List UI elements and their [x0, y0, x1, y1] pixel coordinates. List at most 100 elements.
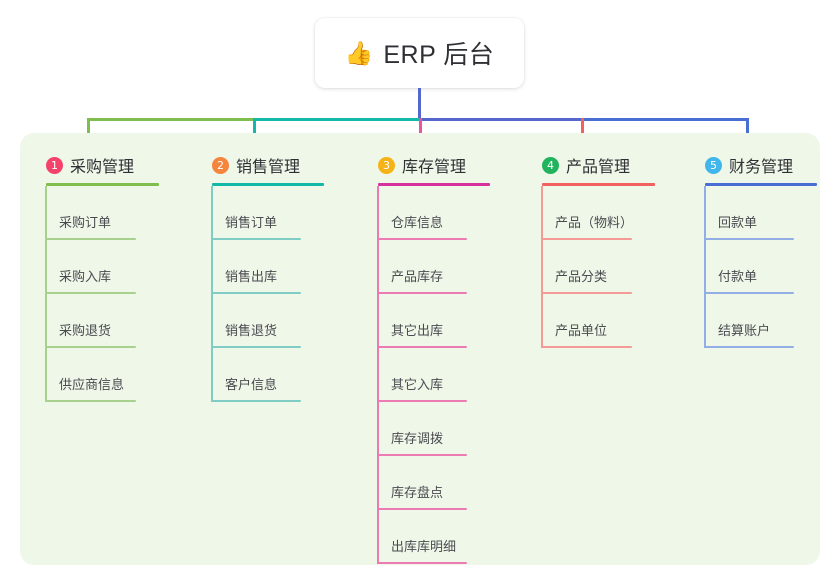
- branch-item-rule: [541, 292, 632, 294]
- branch-item-rule: [704, 292, 794, 294]
- branch-item-label: 销售出库: [225, 269, 278, 284]
- branch-title: 财务管理: [729, 159, 794, 176]
- branch-item[interactable]: 客户信息: [199, 348, 351, 402]
- branch-column-采购管理[interactable]: 1 采购管理采购订单采购入库采购退货供应商信息: [33, 151, 186, 402]
- branch-item-rule: [541, 238, 632, 240]
- branch-item[interactable]: 采购退货: [33, 294, 186, 348]
- branch-header[interactable]: 4 产品管理: [529, 151, 682, 179]
- branch-item-rule: [377, 238, 467, 240]
- branch-item-rule: [377, 562, 467, 564]
- branch-header[interactable]: 2 销售管理: [199, 151, 351, 179]
- branch-item-label: 采购入库: [59, 269, 112, 284]
- branch-item-label: 出库库明细: [391, 539, 457, 554]
- branch-item-label: 付款单: [718, 269, 758, 284]
- branch-column-库存管理[interactable]: 3 库存管理仓库信息产品库存其它出库其它入库库存调拨库存盘点出库库明细: [365, 151, 517, 564]
- branch-item-list: 销售订单销售出库销售退货客户信息: [199, 186, 351, 402]
- branch-item[interactable]: 采购订单: [33, 186, 186, 240]
- branch-column-销售管理[interactable]: 2 销售管理销售订单销售出库销售退货客户信息: [199, 151, 351, 402]
- branch-item[interactable]: 产品分类: [529, 240, 682, 294]
- branch-item[interactable]: 其它出库: [365, 294, 517, 348]
- branch-title: 采购管理: [70, 159, 135, 176]
- branch-item-label: 产品单位: [555, 323, 608, 338]
- branch-index-badge: 2: [212, 156, 229, 174]
- branch-item-label: 产品库存: [391, 269, 444, 284]
- branch-header-rule: [542, 183, 655, 186]
- connector-bar-seg-4: [581, 118, 749, 121]
- branch-item[interactable]: 仓库信息: [365, 186, 517, 240]
- branch-item-label: 销售退货: [225, 323, 278, 338]
- branch-item-label: 其它出库: [391, 323, 444, 338]
- branch-item-rule: [377, 508, 467, 510]
- branch-item-rule: [45, 238, 136, 240]
- branch-trunk-line: [211, 186, 213, 402]
- branch-trunk-line: [377, 186, 379, 564]
- branch-item-rule: [211, 292, 301, 294]
- branch-item-label: 供应商信息: [59, 377, 125, 392]
- branch-item-rule: [211, 400, 301, 402]
- branch-item-label: 采购订单: [59, 215, 112, 230]
- connector-bar-seg-2: [253, 118, 422, 121]
- branch-item[interactable]: 产品（物料）: [529, 186, 682, 240]
- branch-item-rule: [377, 292, 467, 294]
- branch-item-label: 产品分类: [555, 269, 608, 284]
- branch-item-list: 产品（物料） 产品分类产品单位: [529, 186, 682, 348]
- branch-header-rule: [46, 183, 159, 186]
- branch-item-rule: [377, 400, 467, 402]
- branch-item[interactable]: 供应商信息: [33, 348, 186, 402]
- branch-item[interactable]: 库存盘点: [365, 456, 517, 510]
- branch-item-rule: [377, 454, 467, 456]
- connector-root-trunk: [418, 88, 421, 121]
- branch-item[interactable]: 其它入库: [365, 348, 517, 402]
- branch-title: 销售管理: [236, 159, 301, 176]
- branch-item-label: 采购退货: [59, 323, 112, 338]
- branches-panel: 1 采购管理采购订单采购入库采购退货供应商信息 2 销售管理销售订单销售出库销售退货客…: [20, 133, 820, 565]
- branch-item-rule: [541, 346, 632, 348]
- branch-column-产品管理[interactable]: 4 产品管理产品（物料） 产品分类产品单位: [529, 151, 682, 348]
- thumbs-up-icon: 👍: [344, 39, 374, 66]
- branch-item[interactable]: 销售订单: [199, 186, 351, 240]
- connector-bar-seg-1: [87, 118, 256, 121]
- branch-item-list: 回款单付款单结算账户: [692, 186, 839, 348]
- branch-index-badge: 4: [542, 156, 559, 174]
- branch-index-badge: 3: [378, 156, 395, 174]
- branch-title: 库存管理: [402, 159, 467, 176]
- branch-item[interactable]: 出库库明细: [365, 510, 517, 564]
- branch-item[interactable]: 产品单位: [529, 294, 682, 348]
- branch-item[interactable]: 付款单: [692, 240, 839, 294]
- branch-header[interactable]: 3 库存管理: [365, 151, 517, 179]
- branch-item-rule: [211, 238, 301, 240]
- branch-item-rule: [704, 346, 794, 348]
- branch-item-label: 回款单: [718, 215, 758, 230]
- branch-item-list: 采购订单采购入库采购退货供应商信息: [33, 186, 186, 402]
- branch-item[interactable]: 采购入库: [33, 240, 186, 294]
- branch-item[interactable]: 回款单: [692, 186, 839, 240]
- branch-item-label: 仓库信息: [391, 215, 444, 230]
- branch-header-rule: [705, 183, 817, 186]
- branch-index-badge: 1: [46, 156, 63, 174]
- branch-title: 产品管理: [566, 159, 631, 176]
- root-node-erp-backend[interactable]: 👍 ERP 后台: [315, 18, 524, 88]
- branch-trunk-line: [704, 186, 706, 348]
- branch-item-label: 客户信息: [225, 377, 278, 392]
- branch-item[interactable]: 结算账户: [692, 294, 839, 348]
- branch-item-label: 产品（物料）: [555, 215, 634, 230]
- branch-item[interactable]: 库存调拨: [365, 402, 517, 456]
- branch-trunk-line: [541, 186, 543, 348]
- branch-item[interactable]: 产品库存: [365, 240, 517, 294]
- branch-item-rule: [45, 400, 136, 402]
- branch-item-rule: [211, 346, 301, 348]
- branch-item-label: 其它入库: [391, 377, 444, 392]
- branch-header[interactable]: 1 采购管理: [33, 151, 186, 179]
- branch-trunk-line: [45, 186, 47, 402]
- branch-item-label: 销售订单: [225, 215, 278, 230]
- root-node-title: ERP 后台: [383, 41, 495, 69]
- branch-item-label: 结算账户: [718, 323, 771, 338]
- branch-item[interactable]: 销售退货: [199, 294, 351, 348]
- branch-item[interactable]: 销售出库: [199, 240, 351, 294]
- branch-item-rule: [45, 346, 136, 348]
- branch-header-rule: [212, 183, 324, 186]
- branch-item-label: 库存盘点: [391, 485, 444, 500]
